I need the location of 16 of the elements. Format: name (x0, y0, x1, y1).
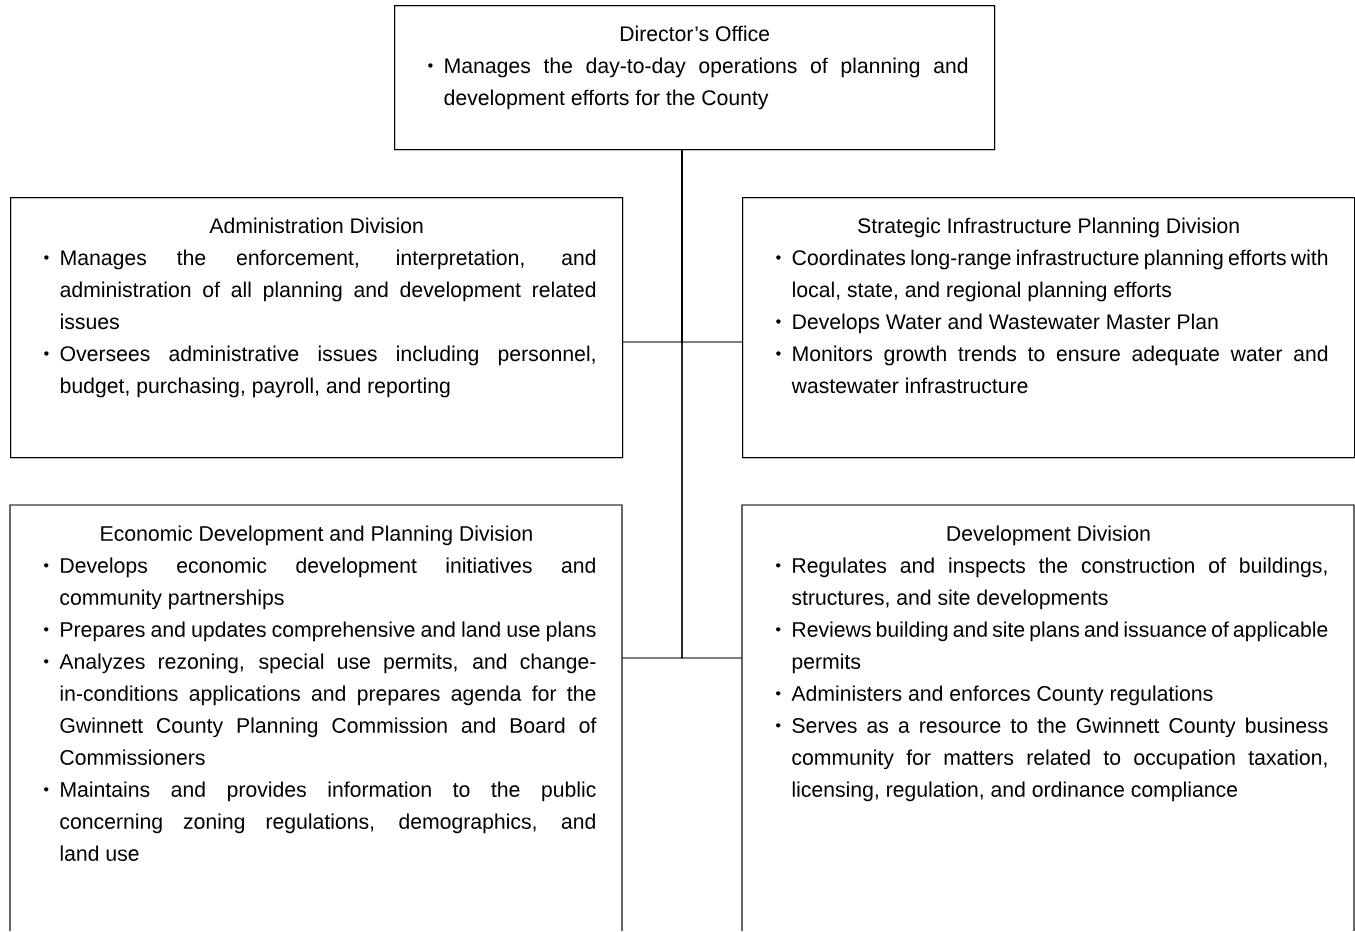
node-label: Economic Development and Planning Division (101, 525, 532, 546)
division-box: Director’s Office Manages the day-to-day operations of planning and development efforts for the County (394, 5, 996, 151)
division-box: Administration Division Manages the enforcement, interpretation, and administration of all planning and development related issues Oversees administrative issues including personnel, budget, purchasing, payroll, and reporting (10, 197, 624, 459)
node-label: Analyzes rezoning, special use permits, and change-in-conditions applications and prepares agenda for the Gwinnett County Planning Commission and Board of Commissioners (59, 653, 597, 765)
connector-line (681, 149, 743, 659)
node-label: Develops economic development initiatives and community partnerships (60, 557, 595, 610)
division-box: Development Division Regulates and inspects the construction of buildings, structures, and site developments Reviews building and site plans and issuance of applicable permits Administers and enforces County regulations Serves as a resource to the Gwinnett County business community for matters related to occupation taxation, licensing, regulation, and ordinance compliance (741, 504, 1355, 932)
division-box: Economic Development and Planning Division Develops economic development initiatives and community partnerships Prepares and updates comprehensive and land use plans Analyzes rezoning, special use permits, and change-in-conditions applications and prepares agenda for the Gwinnett County Planning Commission and Board of Commissioners Maintains and provides information to the public concerning zoning regulations, demographics, and land use (9, 504, 623, 932)
node-label: Maintains and provides information to the public concerning zoning regulations, demographics, and land use (60, 781, 596, 861)
node-label: Administers and enforces County regulations (791, 685, 1213, 706)
division-box: Strategic Infrastructure Planning Division Coordinates long-range infrastructure planning efforts with local, state, and regional planning efforts Develops Water and Wastewater Master Plan Monitors growth trends to ensure adequate water and wastewater infrastructure (742, 197, 1355, 459)
node-label: Reviews building and site plans and issuance of applicable permits (792, 621, 1328, 674)
node-label: Prepares and updates comprehensive and land use plans (61, 621, 596, 642)
node-label: Serves as a resource to the Gwinnett County business community for matters related to occupation taxation, licensing, regulation, and ordinance compliance (792, 717, 1328, 802)
node-label: Development Division (947, 525, 1150, 546)
node-label: Regulates and inspects the construction of buildings, structures, and site developments (792, 557, 1327, 610)
